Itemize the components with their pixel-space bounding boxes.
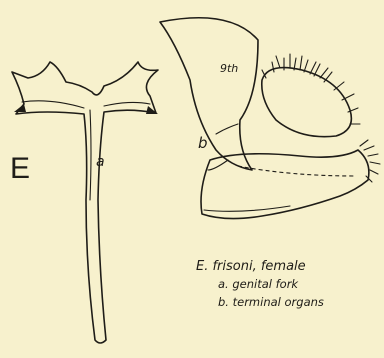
caption: E. frisoni, female a. genital fork b. te…: [196, 259, 324, 309]
label-9th: 9th: [220, 62, 238, 75]
label-b: b: [198, 134, 208, 152]
hairy-lobe: [262, 54, 360, 137]
figure-letter: E: [10, 152, 30, 185]
label-a: a: [96, 154, 105, 170]
caption-line-b: b. terminal organs: [218, 295, 324, 309]
caption-line-a: a. genital fork: [218, 277, 299, 291]
caption-title: E. frisoni, female: [196, 259, 306, 274]
genital-fork-drawing: [12, 62, 158, 343]
terminal-organs-drawing: [160, 18, 380, 219]
